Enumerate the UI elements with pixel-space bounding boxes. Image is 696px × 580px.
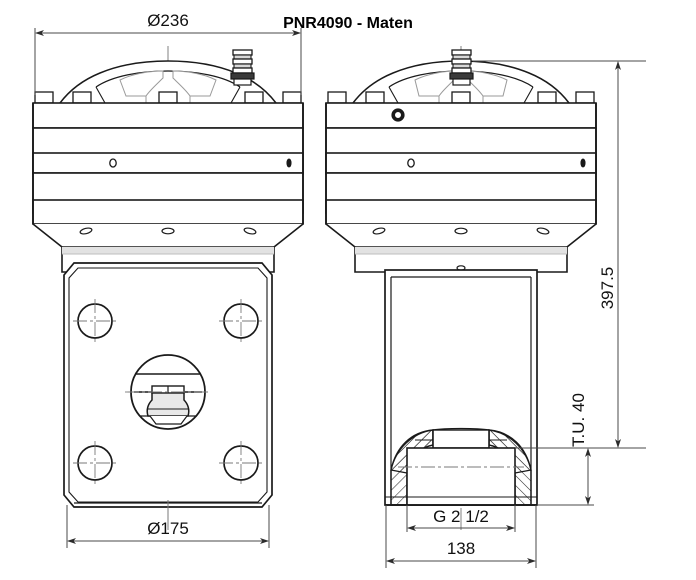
front-view-dome xyxy=(59,60,277,104)
section-view-group xyxy=(325,46,597,530)
dimension-label-flange-diameter: Ø175 xyxy=(147,519,189,538)
dimension-label-overall-height: 397.5 xyxy=(598,267,617,310)
front-view-group xyxy=(32,46,304,530)
section-threaded-nozzle xyxy=(449,49,474,86)
section-view-housing xyxy=(325,102,597,225)
center-valve-port xyxy=(125,354,211,430)
section-base-hatching xyxy=(385,427,537,506)
threaded-nozzle xyxy=(230,49,255,86)
section-view-bolt-lugs xyxy=(327,91,595,104)
front-view-skirt xyxy=(32,223,304,273)
page-title: PNR4090 - Maten xyxy=(283,15,413,32)
section-view-skirt xyxy=(325,223,597,273)
dimension-flange-diameter xyxy=(66,500,270,548)
flange-bolt-holes xyxy=(73,299,263,485)
dimension-overall-height xyxy=(473,60,646,449)
side-port-fitting xyxy=(391,108,405,122)
front-view-ring-holes xyxy=(109,158,292,168)
front-view-housing xyxy=(32,102,304,225)
dimension-overall-diameter xyxy=(34,28,302,95)
dimension-label-overall-diameter: Ø236 xyxy=(147,11,189,30)
dimension-thread-size xyxy=(406,505,516,532)
dimension-label-thread-size: G 2 1/2 xyxy=(433,507,489,526)
front-view-bolt-lugs xyxy=(34,91,302,104)
section-view-ring-holes xyxy=(407,158,586,168)
dimension-base-width xyxy=(385,505,537,568)
dimension-label-immersion-depth: T.U. 40 xyxy=(569,393,588,447)
dimension-label-base-width: 138 xyxy=(447,539,475,558)
